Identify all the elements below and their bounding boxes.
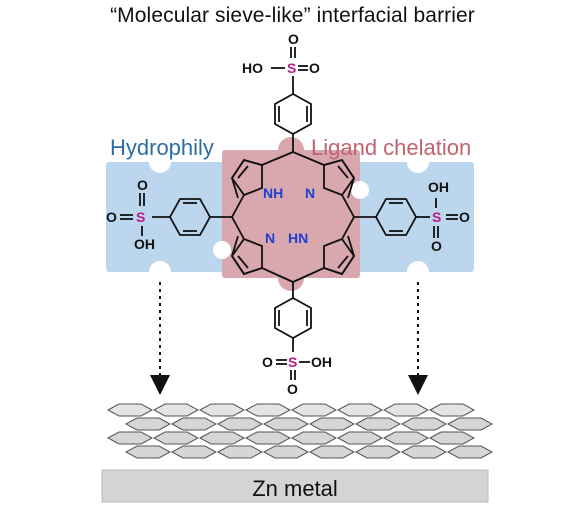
top-phenyl-ring [274,92,312,152]
zn-hex-flake [382,403,430,417]
right-phenyl-ring [374,198,430,236]
zn-hex-flake [152,403,200,417]
zn-hex-flake [446,445,494,459]
zn-hex-flake [308,417,356,431]
left-phenyl-ring [152,198,212,236]
zn-hex-flake [198,431,246,445]
zn-hex-flake [244,403,292,417]
top-oxygen: O [288,31,299,47]
hn-atom-bottom: HN [288,230,308,246]
zn-hex-flake [428,431,476,445]
bottom-hydroxyl: OH [311,354,332,370]
porphyrin-core [210,151,376,298]
left-oxo: O [106,209,117,225]
zn-hex-flake [106,403,154,417]
zn-hex-flake [336,431,384,445]
n-atom-bottom: N [265,230,275,246]
zn-hex-flake [216,417,264,431]
zn-hex-flake [446,417,494,431]
zn-hex-flake [124,445,172,459]
bottom-phenyl-ring [274,296,312,352]
top-oxo: O [309,60,320,76]
zn-metal-slab [101,469,489,503]
hydrophily-label: Hydrophily [110,135,214,160]
bottom-oxo: O [262,354,273,370]
zn-hex-flake [170,445,218,459]
zn-hex-flake [170,417,218,431]
top-sulfonic-group [271,47,308,94]
left-hydroxyl: OH [134,236,155,252]
bottom-sulfonic-group [276,359,310,380]
zn-hex-flake [216,445,264,459]
zn-hex-flake [152,431,200,445]
zn-hex-flake [262,445,310,459]
bottom-oxygen: O [287,381,298,397]
right-hydroxyl: OH [428,179,449,195]
right-oxygen-bottom: O [431,238,442,254]
zn-hex-flake [354,445,402,459]
zn-hex-flake [290,403,338,417]
nh-atom-top: NH [263,185,283,201]
zn-hex-flake [124,417,172,431]
right-sulfonic-group [433,198,458,238]
right-sulfur: S [432,209,441,225]
zn-hex-flake [308,445,356,459]
zn-hex-flake [106,431,154,445]
zn-hex-flake [290,431,338,445]
figure-title: “Molecular sieve-like” interfacial barri… [110,4,475,27]
left-sulfonic-group [120,193,145,236]
ligand-chelation-label: Ligand chelation [311,135,471,160]
left-sulfur: S [136,209,145,225]
zn-hex-flake [262,417,310,431]
zn-hex-flake [400,417,448,431]
bottom-sulfur: S [288,354,297,370]
zn-hex-flake [354,417,402,431]
right-oxo: O [459,209,470,225]
zn-hex-flake [400,445,448,459]
zn-hex-flake [382,431,430,445]
zn-hex-flake [336,403,384,417]
zn-hex-flake [428,403,476,417]
zn-hex-flake [198,403,246,417]
n-atom-top: N [305,185,315,201]
zn-hex-layers [106,403,494,459]
top-hydroxyl: HO [242,60,263,76]
zn-hex-flake [244,431,292,445]
left-oxygen-top: O [137,177,148,193]
top-sulfur: S [287,60,296,76]
zn-metal-label: Zn metal [252,476,338,501]
